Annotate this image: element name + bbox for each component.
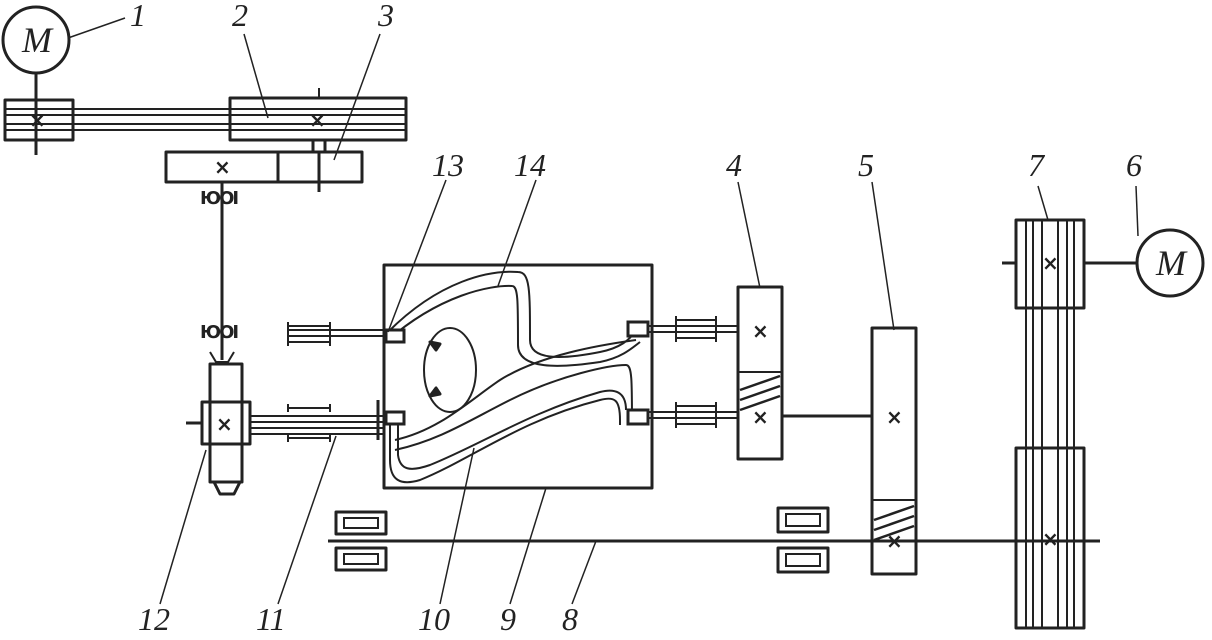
callout-11: 11 — [256, 601, 286, 637]
bearing-upper: ЮOI — [200, 188, 238, 209]
motor-1-symbol: M — [21, 20, 54, 60]
belt-drive-7: × × — [1002, 218, 1138, 630]
drive-pulley-center: × — [29, 108, 46, 132]
drive-pulley — [3, 98, 75, 142]
callouts: 1 2 3 4 5 6 7 8 9 10 11 12 13 14 — [130, 0, 1142, 637]
callout-5: 5 — [858, 147, 874, 183]
callout-6: 6 — [1126, 147, 1142, 183]
gear-left-center: × — [214, 155, 231, 179]
bearing-lower: ЮOI — [200, 322, 238, 343]
worm-top — [209, 351, 235, 363]
callout-3: 3 — [377, 0, 394, 33]
callout-4: 4 — [726, 147, 742, 183]
callout-13: 13 — [432, 147, 464, 183]
gear-5-upper-center: × — [886, 405, 903, 429]
gear-block-4: × × — [736, 285, 872, 461]
housing-9 — [382, 263, 654, 490]
vertical-shaft: ЮOI ЮOI — [200, 182, 240, 363]
leader-lines — [67, 17, 1139, 605]
shaft-8 — [328, 506, 1100, 574]
motor-6: M — [1135, 228, 1205, 298]
callout-8: 8 — [562, 601, 578, 637]
lower-pulley-center: × — [1042, 527, 1059, 551]
gear-4-upper-center: × — [752, 319, 769, 343]
motor-1: M — [1, 5, 71, 155]
callout-14: 14 — [514, 147, 546, 183]
callout-2: 2 — [232, 0, 248, 33]
motor-6-housing — [1135, 228, 1205, 298]
shaft-13 — [287, 322, 384, 346]
callout-7: 7 — [1028, 147, 1046, 183]
worm-gear-12: × — [186, 362, 252, 496]
belt-drive-2: × × — [3, 88, 408, 142]
worm-wheel — [208, 362, 244, 484]
callout-10: 10 — [418, 601, 450, 637]
gear-4-lower-center: × — [752, 405, 769, 429]
motor-6-symbol: M — [1155, 243, 1188, 283]
housing-frame — [382, 263, 654, 490]
callout-12: 12 — [138, 601, 170, 637]
upper-pulley-center: × — [1042, 251, 1059, 275]
worm-gear-center: × — [216, 412, 233, 436]
lower-pulley — [1014, 446, 1086, 630]
shaft-11 — [250, 400, 384, 442]
gear-pair-3: × — [164, 140, 364, 192]
gear-block-5: × × — [870, 326, 918, 576]
callout-9: 9 — [500, 601, 516, 637]
output-shafts — [648, 316, 738, 428]
callout-1: 1 — [130, 0, 146, 33]
driven-pulley-center: × — [309, 108, 326, 132]
